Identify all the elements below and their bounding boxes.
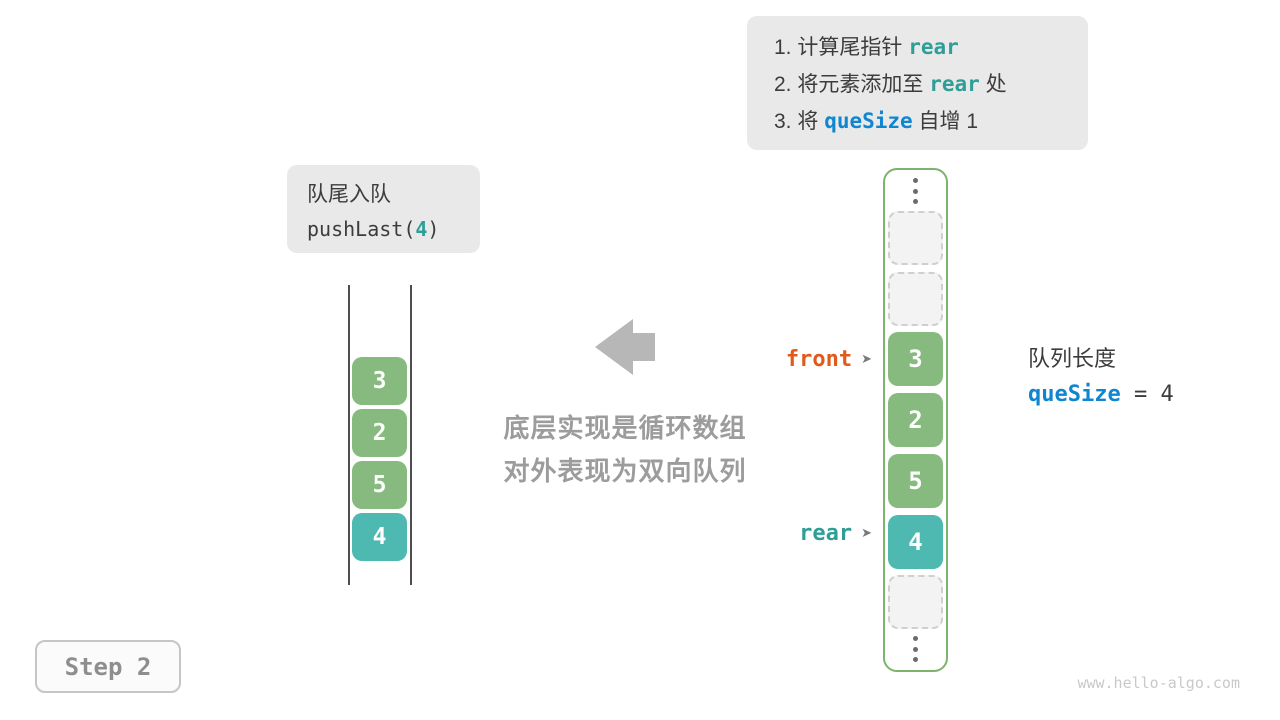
queue-length-label: 队列长度 (1028, 346, 1117, 371)
arrow-head (595, 319, 633, 375)
cell-value: 5 (908, 466, 923, 495)
step-badge-label: Step 2 (64, 652, 152, 681)
watermark: www.hello-algo.com (1077, 674, 1240, 692)
circular-array: 3 2 5 4 (883, 168, 948, 672)
stack-cell: 3 (352, 357, 407, 405)
code-text: pushLast( (307, 217, 416, 241)
dot (913, 178, 918, 183)
cell-value: 2 (908, 406, 923, 434)
ellipsis-top-icon (913, 178, 918, 204)
dot (913, 657, 918, 662)
empty-slot (888, 575, 943, 630)
front-pointer-label: front ➤ (786, 347, 872, 372)
cell-value: 2 (372, 420, 387, 446)
instruction-line-1: 1. 计算尾指针 rear (774, 29, 1088, 66)
array-cell: 5 (888, 453, 943, 508)
dot (913, 636, 918, 641)
instruction-text: 自增 1 (912, 110, 979, 133)
dot (913, 188, 918, 194)
instruction-text: 2. 将元素添加至 (774, 73, 930, 96)
queue-length-block: 队列长度 queSize = 4 (1028, 341, 1174, 413)
pointer-arrow-icon: ➤ (861, 526, 872, 541)
instruction-box: 1. 计算尾指针 rear 2. 将元素添加至 rear 处 3. 将 queS… (747, 16, 1088, 150)
caption-line-1: 底层实现是循环数组 (503, 413, 747, 443)
code-text: ) (427, 217, 440, 241)
operation-code: pushLast(4) (307, 212, 480, 246)
stack-cell: 2 (352, 409, 407, 457)
dot (913, 646, 918, 652)
empty-slot (888, 271, 943, 326)
operation-title: 队尾入队 (307, 183, 391, 206)
cell-value: 5 (372, 472, 387, 498)
stack-wall-left (348, 285, 350, 585)
code-token-quesize: queSize (824, 109, 913, 133)
code-token-rear: rear (908, 35, 959, 59)
rear-pointer-text: rear (799, 521, 853, 546)
queue-length-value: queSize = 4 (1028, 377, 1174, 413)
caption-line-2: 对外表现为双向队列 (503, 456, 747, 486)
front-pointer-text: front (785, 347, 853, 372)
cell-value: 4 (908, 527, 923, 556)
cell-value: 3 (908, 345, 923, 374)
dot (913, 199, 918, 204)
array-cell-rear: 4 (888, 514, 943, 569)
instruction-text: 处 (979, 73, 1007, 96)
rear-pointer-label: rear ➤ (799, 521, 872, 546)
stack-wall-right (410, 285, 412, 585)
stack-cell: 5 (352, 461, 407, 509)
pointer-arrow-icon: ➤ (861, 352, 872, 367)
instruction-line-3: 3. 将 queSize 自增 1 (774, 103, 1088, 140)
ellipsis-bottom-icon (913, 636, 918, 662)
array-cell-front: 3 (888, 332, 943, 387)
caption: 底层实现是循环数组 对外表现为双向队列 (475, 407, 775, 493)
cell-value: 4 (372, 524, 387, 550)
code-token-rear: rear (929, 72, 980, 96)
operation-box: 队尾入队 pushLast(4) (287, 165, 480, 253)
instruction-text: 3. 将 (774, 110, 825, 133)
code-token-quesize: queSize (1028, 382, 1121, 407)
code-arg: 4 (415, 217, 428, 241)
stack-cell-new: 4 (352, 513, 407, 561)
arrow-left-icon (595, 319, 655, 375)
queue-length-rest: = 4 (1120, 382, 1174, 407)
arrow-shaft (633, 333, 655, 361)
instruction-line-2: 2. 将元素添加至 rear 处 (774, 66, 1088, 103)
step-badge: Step 2 (35, 640, 181, 693)
array-cell: 2 (888, 393, 943, 447)
empty-slot (888, 210, 943, 265)
instruction-text: 1. 计算尾指针 (774, 36, 909, 59)
cell-value: 3 (372, 368, 387, 394)
